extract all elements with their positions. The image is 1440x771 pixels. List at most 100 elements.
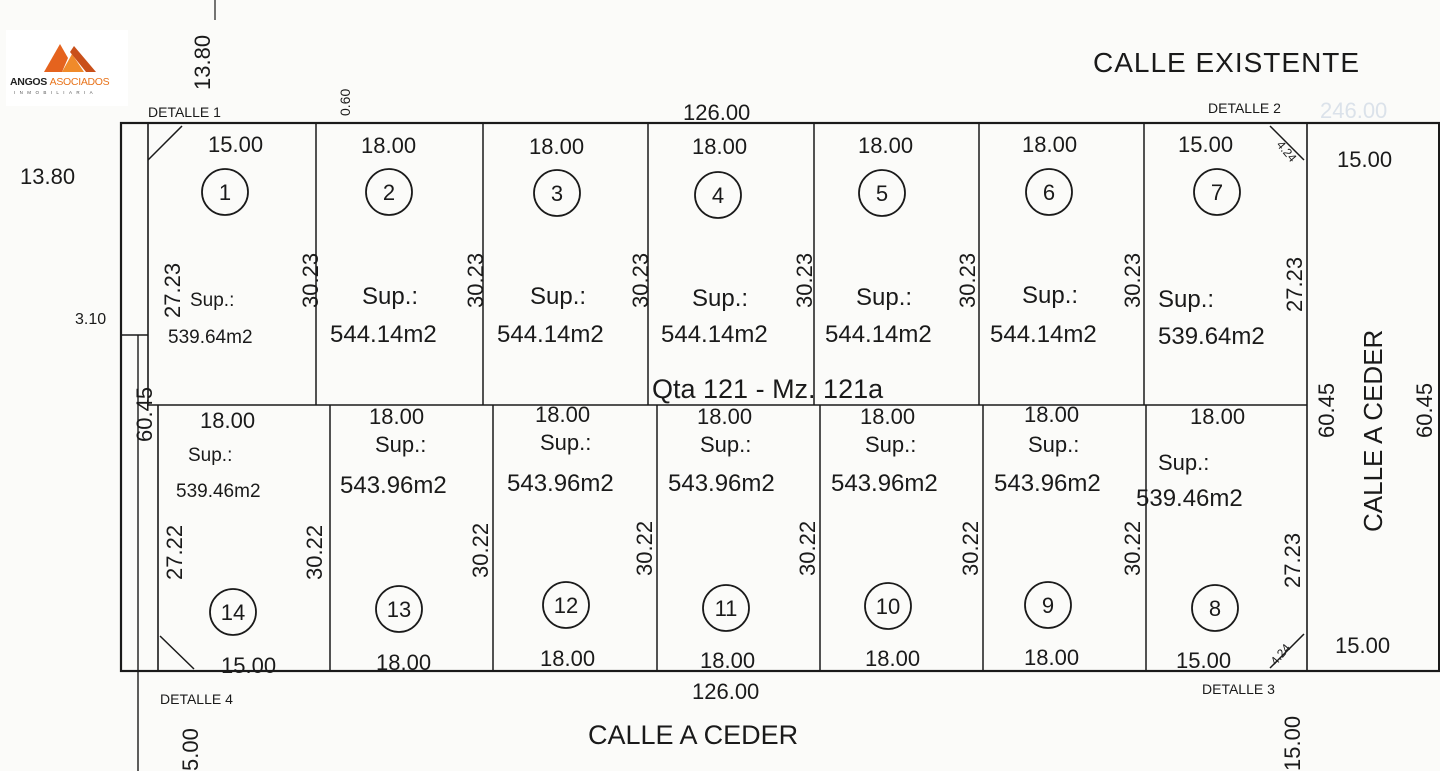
dim-small-0-60: 0.60 [337, 89, 353, 116]
lot-side-right: 30.22 [958, 521, 983, 576]
dim-bottom-right-vertical: 15.00 [1280, 716, 1305, 771]
dim-bottom-total: 126.00 [692, 679, 759, 704]
lot-area: 544.14m2 [825, 321, 932, 348]
dim-far-right-height: 60.45 [1412, 383, 1437, 438]
lot-front: 18.00 [361, 133, 416, 158]
lot-area: 544.14m2 [497, 321, 604, 348]
block-label: Qta 121 - Mz. 121a [652, 374, 884, 404]
lot-top: 18.00 [860, 404, 915, 429]
lot-front: 15.00 [221, 653, 276, 678]
bottom-lot-dividers [329, 405, 1147, 671]
lot-front: 18.00 [865, 646, 920, 671]
lot-number: 1 [219, 180, 231, 205]
lot-side-left: 27.22 [162, 525, 187, 580]
lot-side-right: 30.23 [792, 253, 817, 308]
lot-12: 12 18.00 18.00 Sup.: 543.96m2 30.22 [507, 402, 657, 671]
lot-6: 6 18.00 Sup.: 544.14m2 30.23 [990, 132, 1145, 348]
lot-sup-label: Sup.: [700, 432, 751, 457]
lot-sup-label: Sup.: [856, 284, 912, 311]
detail-4-label: DETALLE 4 [160, 691, 233, 707]
lot-3: 3 18.00 Sup.: 544.14m2 30.23 [497, 134, 653, 348]
lot-top: 18.00 [535, 402, 590, 427]
lot-front: 15.00 [208, 132, 263, 157]
lot-area: 539.46m2 [176, 481, 261, 502]
lot-number: 6 [1043, 180, 1055, 205]
lot-11: 11 18.00 18.00 Sup.: 543.96m2 30.22 [668, 404, 820, 673]
logo-mark-icon [44, 44, 96, 72]
lot-sup-label: Sup.: [375, 432, 426, 457]
top-lot-dividers [315, 123, 1145, 405]
lot-sup-label: Sup.: [530, 283, 586, 310]
lot-number: 10 [876, 594, 900, 619]
dim-left-13-80: 13.80 [20, 164, 75, 189]
lot-area: 543.96m2 [994, 470, 1101, 497]
lot-side-right: 30.23 [955, 253, 980, 308]
lot-side-right: 30.23 [1120, 253, 1145, 308]
lot-number: 8 [1209, 596, 1221, 621]
lot-sup-label: Sup.: [188, 445, 232, 466]
dim-faded-top: 246.00 [1320, 98, 1387, 123]
lot-number: 12 [554, 593, 578, 618]
dim-right-15-bottom: 15.00 [1335, 633, 1390, 658]
lot-circles-bottom [209, 581, 1239, 636]
lot-10: 10 18.00 18.00 Sup.: 543.96m2 30.22 [831, 404, 983, 671]
lot-sup-label: Sup.: [540, 430, 591, 455]
lot-side-right: 30.23 [298, 253, 323, 308]
lot-number: 9 [1042, 593, 1054, 618]
lot-5: 5 18.00 Sup.: 544.14m2 30.23 [825, 133, 980, 348]
lot-area: 543.96m2 [507, 470, 614, 497]
lot-top: 18.00 [369, 404, 424, 429]
lot-9: 9 18.00 18.00 Sup.: 543.96m2 30.22 [994, 402, 1145, 670]
dim-left-height: 60.45 [132, 387, 157, 442]
lot-top: 18.00 [697, 404, 752, 429]
lot-top: 18.00 [200, 408, 255, 433]
dim-top-total: 126.00 [683, 100, 750, 125]
chamfer-detail-4 [159, 635, 195, 670]
lot-sup-label: Sup.: [362, 283, 418, 310]
lot-sup-label: Sup.: [1158, 450, 1209, 475]
lot-8: 8 18.00 15.00 Sup.: 539.46m2 27.23 [1136, 404, 1305, 673]
lot-area: 543.96m2 [340, 472, 447, 499]
lot-area: 543.96m2 [831, 470, 938, 497]
dim-chamfer-bottom: 4.24 [1268, 641, 1294, 668]
lot-sup-label: Sup.: [1028, 432, 1079, 457]
lot-number: 3 [551, 181, 563, 206]
lot-side-right: 30.22 [468, 523, 493, 578]
chamfer-detail-1 [147, 125, 183, 161]
logo-subtitle: INMOBILIARIA [14, 90, 98, 95]
lot-side-right: 27.23 [1282, 257, 1307, 312]
lot-front: 15.00 [1176, 648, 1231, 673]
lot-number: 14 [221, 600, 245, 625]
lot-2: 2 18.00 Sup.: 544.14m2 30.23 [330, 133, 488, 348]
lot-side-right: 30.22 [1120, 521, 1145, 576]
lot-side-right: 30.22 [795, 521, 820, 576]
block-outline [119, 121, 1440, 673]
lot-area: 539.46m2 [1136, 485, 1243, 512]
lot-7: 7 15.00 Sup.: 539.64m2 27.23 [1158, 132, 1307, 350]
street-top-label: CALLE EXISTENTE [1093, 47, 1360, 78]
lot-top: 18.00 [1024, 402, 1079, 427]
lot-13: 13 18.00 18.00 Sup.: 543.96m2 30.22 [340, 404, 493, 675]
lot-4: 4 18.00 Sup.: 544.14m2 30.23 [661, 134, 817, 348]
dim-right-15-top: 15.00 [1337, 147, 1392, 172]
lot-side-right: 30.23 [463, 253, 488, 308]
detail-3-label: DETALLE 3 [1202, 681, 1275, 697]
lot-sup-label: Sup.: [692, 285, 748, 312]
company-logo: ANGOS ASOCIADOS INMOBILIARIA [6, 30, 128, 106]
dim-right-height: 60.45 [1314, 383, 1339, 438]
chamfer-detail-3 [1269, 633, 1305, 669]
lot-front: 15.00 [1178, 132, 1233, 157]
dim-top-left-vertical: 13.80 [190, 35, 215, 90]
lot-area: 539.64m2 [168, 327, 253, 348]
lot-front: 18.00 [692, 134, 747, 159]
chamfer-detail-2 [1269, 125, 1305, 161]
lot-sup-label: Sup.: [1022, 282, 1078, 309]
lot-number: 4 [712, 183, 724, 208]
lot-area: 544.14m2 [990, 321, 1097, 348]
lot-circles-top [201, 168, 1241, 219]
lot-number: 11 [715, 596, 738, 621]
lot-area: 543.96m2 [668, 470, 775, 497]
dim-chamfer-top: 4.24 [1274, 138, 1300, 165]
lot-front: 18.00 [858, 133, 913, 158]
